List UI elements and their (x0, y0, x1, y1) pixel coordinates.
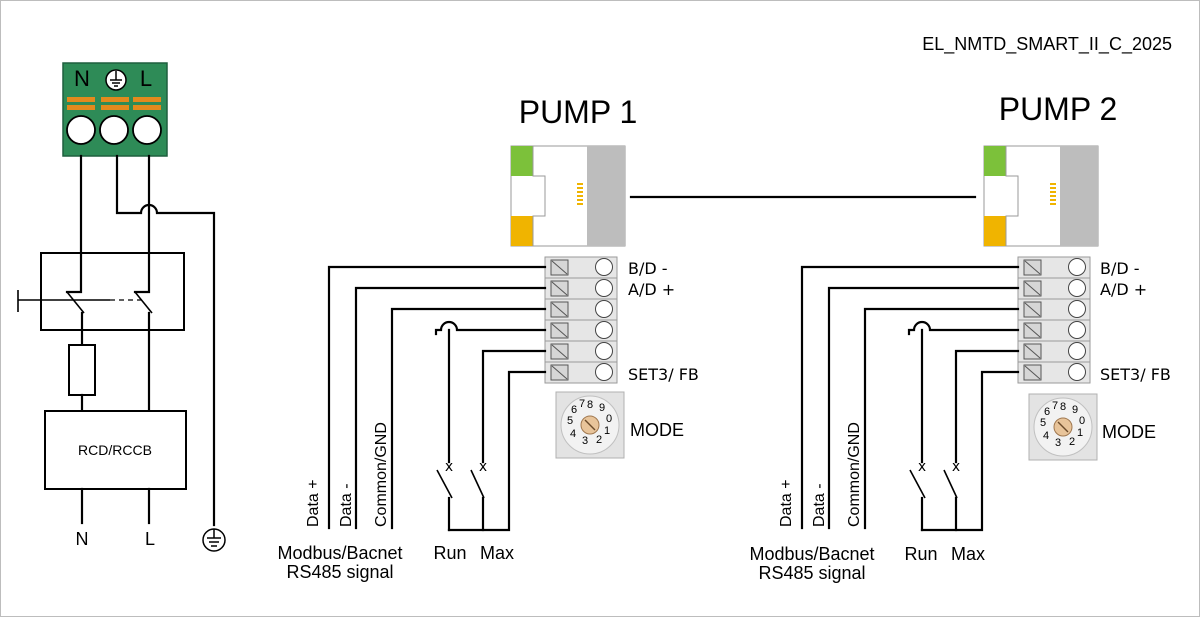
svg-text:x: x (445, 459, 453, 475)
pump-1-module (510, 145, 626, 247)
svg-text:9: 9 (599, 402, 605, 414)
document-id: EL_NMTD_SMART_II_C_2025 (922, 34, 1172, 55)
svg-text:3: 3 (582, 435, 588, 447)
svg-text:6: 6 (571, 404, 577, 416)
pump-2-label-set3: SET3/ FB (1100, 365, 1171, 384)
pump-1-mode-label: MODE (630, 420, 684, 440)
svg-text:8: 8 (587, 399, 593, 411)
pump-1-terminal-strip (544, 256, 618, 384)
pump-2-run-label: Run (904, 544, 937, 564)
svg-text:5: 5 (567, 415, 573, 427)
svg-text:7: 7 (1052, 400, 1058, 412)
pump-2-module (983, 145, 1099, 247)
svg-text:9: 9 (1072, 404, 1078, 416)
svg-text:5: 5 (1040, 417, 1046, 429)
svg-text:0: 0 (1079, 415, 1085, 427)
svg-text:8: 8 (1060, 401, 1066, 413)
supply-terminal-block: N L (62, 62, 168, 157)
pump-2-title: PUMP 2 (999, 91, 1118, 127)
svg-text:4: 4 (570, 428, 576, 440)
pump-1-signal-label-1: Modbus/Bacnet (277, 543, 402, 563)
pump-2-label-ad: A/D + (1100, 280, 1147, 299)
svg-text:0: 0 (606, 413, 612, 425)
svg-text:4: 4 (1043, 430, 1049, 442)
ground-icon (202, 528, 226, 552)
pump-1-signal-label-2: RS485 signal (286, 562, 393, 582)
pump-1-label-ad: A/D + (628, 280, 675, 299)
pump-1-control-wiring: x x (327, 265, 547, 532)
pump-2-signal-label-1: Modbus/Bacnet (749, 544, 874, 564)
terminal-label-l: L (140, 66, 152, 91)
pump-1-label-bd: B/D - (628, 259, 668, 278)
pump-1-wire-data-plus: Data + (305, 479, 322, 527)
pump-2-mode-label: MODE (1102, 422, 1156, 442)
pump-2-wire-data-plus: Data + (778, 479, 795, 527)
pump-1-label-set3: SET3/ FB (628, 365, 699, 384)
output-label-l: L (145, 529, 155, 549)
svg-text:1: 1 (1077, 427, 1083, 439)
pump-2-max-label: Max (951, 544, 985, 564)
svg-text:x: x (479, 459, 487, 475)
output-label-n: N (76, 529, 89, 549)
pump-2-control-wiring: x x (800, 265, 1020, 532)
svg-text:7: 7 (579, 398, 585, 410)
svg-text:2: 2 (596, 434, 602, 446)
pump-2-label-bd: B/D - (1100, 259, 1140, 278)
pump-1-diagram: PUMP 1 (277, 94, 698, 582)
svg-text:x: x (918, 459, 926, 475)
pump-1-run-label: Run (433, 543, 466, 563)
terminal-label-n: N (74, 66, 90, 91)
pump-1-title: PUMP 1 (519, 94, 638, 130)
pump-1-max-label: Max (480, 543, 514, 563)
svg-text:1: 1 (604, 425, 610, 437)
pump-2-diagram: PUMP 2 (749, 91, 1170, 583)
pump-2-wire-data-minus: Data - (811, 483, 828, 527)
svg-text:x: x (952, 459, 960, 475)
rcd-label: RCD/RCCB (78, 442, 152, 458)
svg-text:2: 2 (1069, 436, 1075, 448)
earth-symbol-icon (105, 69, 127, 91)
main-switch-box (40, 252, 185, 331)
pump-2-terminal-strip (1017, 256, 1091, 384)
svg-text:6: 6 (1044, 406, 1050, 418)
pump-2-wire-common: Common/GND (846, 422, 863, 527)
svg-text:3: 3 (1055, 437, 1061, 449)
pump-1-wire-common: Common/GND (373, 422, 390, 527)
rcd-device: RCD/RCCB (44, 410, 187, 525)
pump-2-signal-label-2: RS485 signal (758, 563, 865, 583)
pump-1-wire-data-minus: Data - (338, 483, 355, 527)
